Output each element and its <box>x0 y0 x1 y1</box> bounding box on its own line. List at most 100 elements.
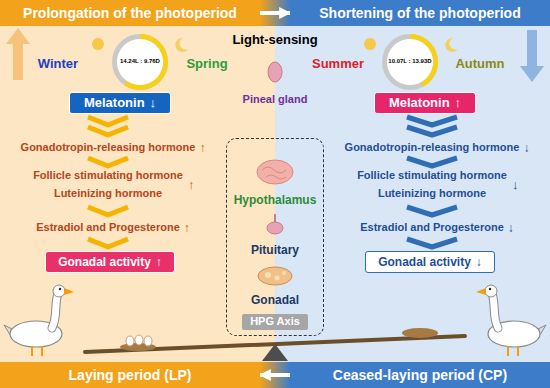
node-text: Melatonin <box>389 95 450 111</box>
goose <box>53 285 65 297</box>
period-banner: Ceased-laying period (CP) <box>290 362 550 388</box>
hormone-label: Follicle stimulating hormone <box>33 169 183 182</box>
seesaw <box>126 336 134 346</box>
hormone-label: Gonadotropin-releasing hormone <box>21 141 196 154</box>
day-arc <box>385 37 436 88</box>
node-text: Melatonin <box>84 95 145 111</box>
node-text: Shortening of the photoperiod <box>319 5 520 22</box>
trend-symbol: ↑ <box>199 141 205 155</box>
goose <box>64 288 74 295</box>
goose <box>4 285 74 356</box>
period-banner: Shortening of the photoperiod <box>290 0 550 26</box>
node-text: HPG Axis <box>250 315 300 328</box>
season-label: Winter <box>38 56 78 72</box>
season-label: Summer <box>312 56 364 72</box>
donut-hole <box>387 39 433 85</box>
sun-moon-icon <box>364 38 376 50</box>
seesaw <box>85 328 465 361</box>
hormone-label: Estradiol and Progesterone <box>360 221 504 234</box>
node-text: Hypothalamus <box>227 193 323 207</box>
hormone-label: Luteinizing hormone <box>378 187 486 200</box>
node-text: Gonadal activity <box>58 255 151 269</box>
photoperiod-donut: 10.07L : 13.93D <box>382 34 438 90</box>
hormone-label: Gonadotropin-releasing hormone <box>345 141 520 154</box>
node-text: Laying period (LP) <box>69 367 192 384</box>
pituitary-icon <box>267 222 283 234</box>
hormone-label: Luteinizing hormone <box>54 187 162 200</box>
flow-chevron <box>88 117 128 125</box>
trend-symbol: ↓ <box>523 141 529 155</box>
ovary-icon <box>258 267 292 285</box>
ovary-icon <box>265 272 271 278</box>
goose <box>492 294 498 328</box>
goose <box>52 294 58 328</box>
flow-chevron <box>407 207 457 215</box>
sun-moon-icon <box>92 38 104 50</box>
goose <box>476 285 546 356</box>
node-text: ↑ <box>455 95 462 111</box>
season-label: Autumn <box>455 56 504 72</box>
node-text: ↓ <box>476 255 482 269</box>
flow-chevron <box>88 127 128 135</box>
axis-tag: HPG Axis <box>242 314 308 329</box>
donut-hole <box>117 39 163 85</box>
trend-symbol: ↓ <box>512 177 519 193</box>
trend-arrow <box>520 30 544 82</box>
flow-chevron <box>407 158 457 166</box>
night-arc <box>115 37 166 88</box>
node-text: Gonadal activity <box>378 255 471 269</box>
node-text: Pituitary <box>227 243 323 257</box>
trend-symbol: ↓ <box>508 221 514 235</box>
goose <box>476 288 486 295</box>
section-heading: Light-sensing <box>232 32 317 48</box>
seesaw <box>144 336 152 346</box>
trend-arrow <box>6 28 30 80</box>
pineal-icon <box>268 62 282 82</box>
node-text: Prolongation of the photoperiod <box>23 5 237 22</box>
hormone-box: Melatonin↓ <box>69 92 171 114</box>
node-text: Gonadal <box>227 293 323 307</box>
trend-arrow <box>6 28 544 82</box>
hormone-box: Melatonin ↑ <box>374 92 476 114</box>
period-banner: Laying period (LP) <box>0 362 260 388</box>
flow-chevron <box>88 239 128 247</box>
seesaw <box>402 328 438 338</box>
pineal-icon <box>268 62 282 82</box>
goose <box>485 285 497 297</box>
panel-ground <box>260 362 290 388</box>
hormone-label: Estradiol and Progesterone <box>36 221 180 234</box>
seesaw <box>135 335 143 345</box>
goose <box>489 288 491 290</box>
ovary-icon <box>258 267 292 285</box>
node-text: 14.24L : 9.76D <box>120 58 160 65</box>
goose <box>59 288 61 290</box>
hormone-label: Follicle stimulating hormone <box>357 169 507 182</box>
flow-chevron <box>407 117 457 125</box>
pituitary-icon <box>267 214 283 234</box>
transition-arrow <box>260 373 290 377</box>
ovary-icon <box>282 271 286 275</box>
trend-symbol: ↑ <box>188 177 195 193</box>
panel-ground <box>260 0 290 26</box>
seesaw <box>262 344 288 361</box>
sun-moon-icon <box>175 38 188 52</box>
organ-label: Pineal gland <box>243 93 308 106</box>
goose <box>52 294 58 328</box>
transition-arrow <box>260 11 290 15</box>
node-text: 10.07L : 13.93D <box>388 58 431 65</box>
goose <box>492 294 498 328</box>
goose <box>32 346 42 356</box>
night-arc <box>385 37 436 88</box>
photoperiod-donut: 14.24L : 9.76D <box>112 34 168 90</box>
node-text: Ceased-laying period (CP) <box>333 367 507 384</box>
flow-chevron <box>407 239 457 247</box>
sun-moon-icon <box>445 38 458 52</box>
season-label: Spring <box>186 56 227 72</box>
flow-chevron <box>407 127 457 135</box>
node-text: ↑ <box>156 255 162 269</box>
ovary-icon <box>275 276 280 281</box>
brain-icon <box>257 160 293 184</box>
goose <box>508 346 518 356</box>
